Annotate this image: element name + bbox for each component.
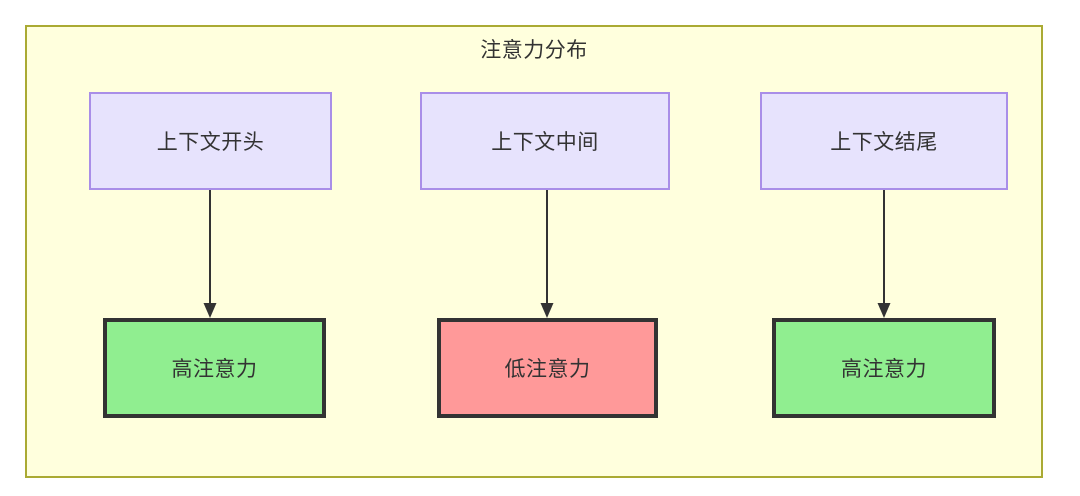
arrow-down-icon bbox=[203, 190, 217, 318]
arrow-down-icon bbox=[540, 190, 554, 318]
node-context-end[interactable]: 上下文结尾 bbox=[760, 92, 1008, 190]
node-attention-low-middle[interactable]: 低注意力 bbox=[437, 318, 658, 418]
node-context-middle[interactable]: 上下文中间 bbox=[420, 92, 670, 190]
edge-context-end-to-attention bbox=[877, 190, 891, 320]
node-label: 上下文开头 bbox=[156, 131, 265, 154]
diagram-title: 注意力分布 bbox=[480, 39, 588, 62]
node-label: 上下文结尾 bbox=[830, 131, 938, 154]
node-label: 高注意力 bbox=[171, 358, 258, 381]
node-attention-high-end[interactable]: 高注意力 bbox=[772, 318, 996, 418]
node-label: 上下文中间 bbox=[491, 131, 599, 154]
edge-context-middle-to-attention bbox=[540, 190, 554, 320]
node-label: 低注意力 bbox=[504, 358, 591, 381]
edge-context-start-to-attention bbox=[203, 190, 217, 320]
node-label: 高注意力 bbox=[841, 358, 927, 381]
node-attention-high-start[interactable]: 高注意力 bbox=[103, 318, 326, 418]
arrow-down-icon bbox=[877, 190, 891, 318]
node-context-start[interactable]: 上下文开头 bbox=[89, 92, 332, 190]
